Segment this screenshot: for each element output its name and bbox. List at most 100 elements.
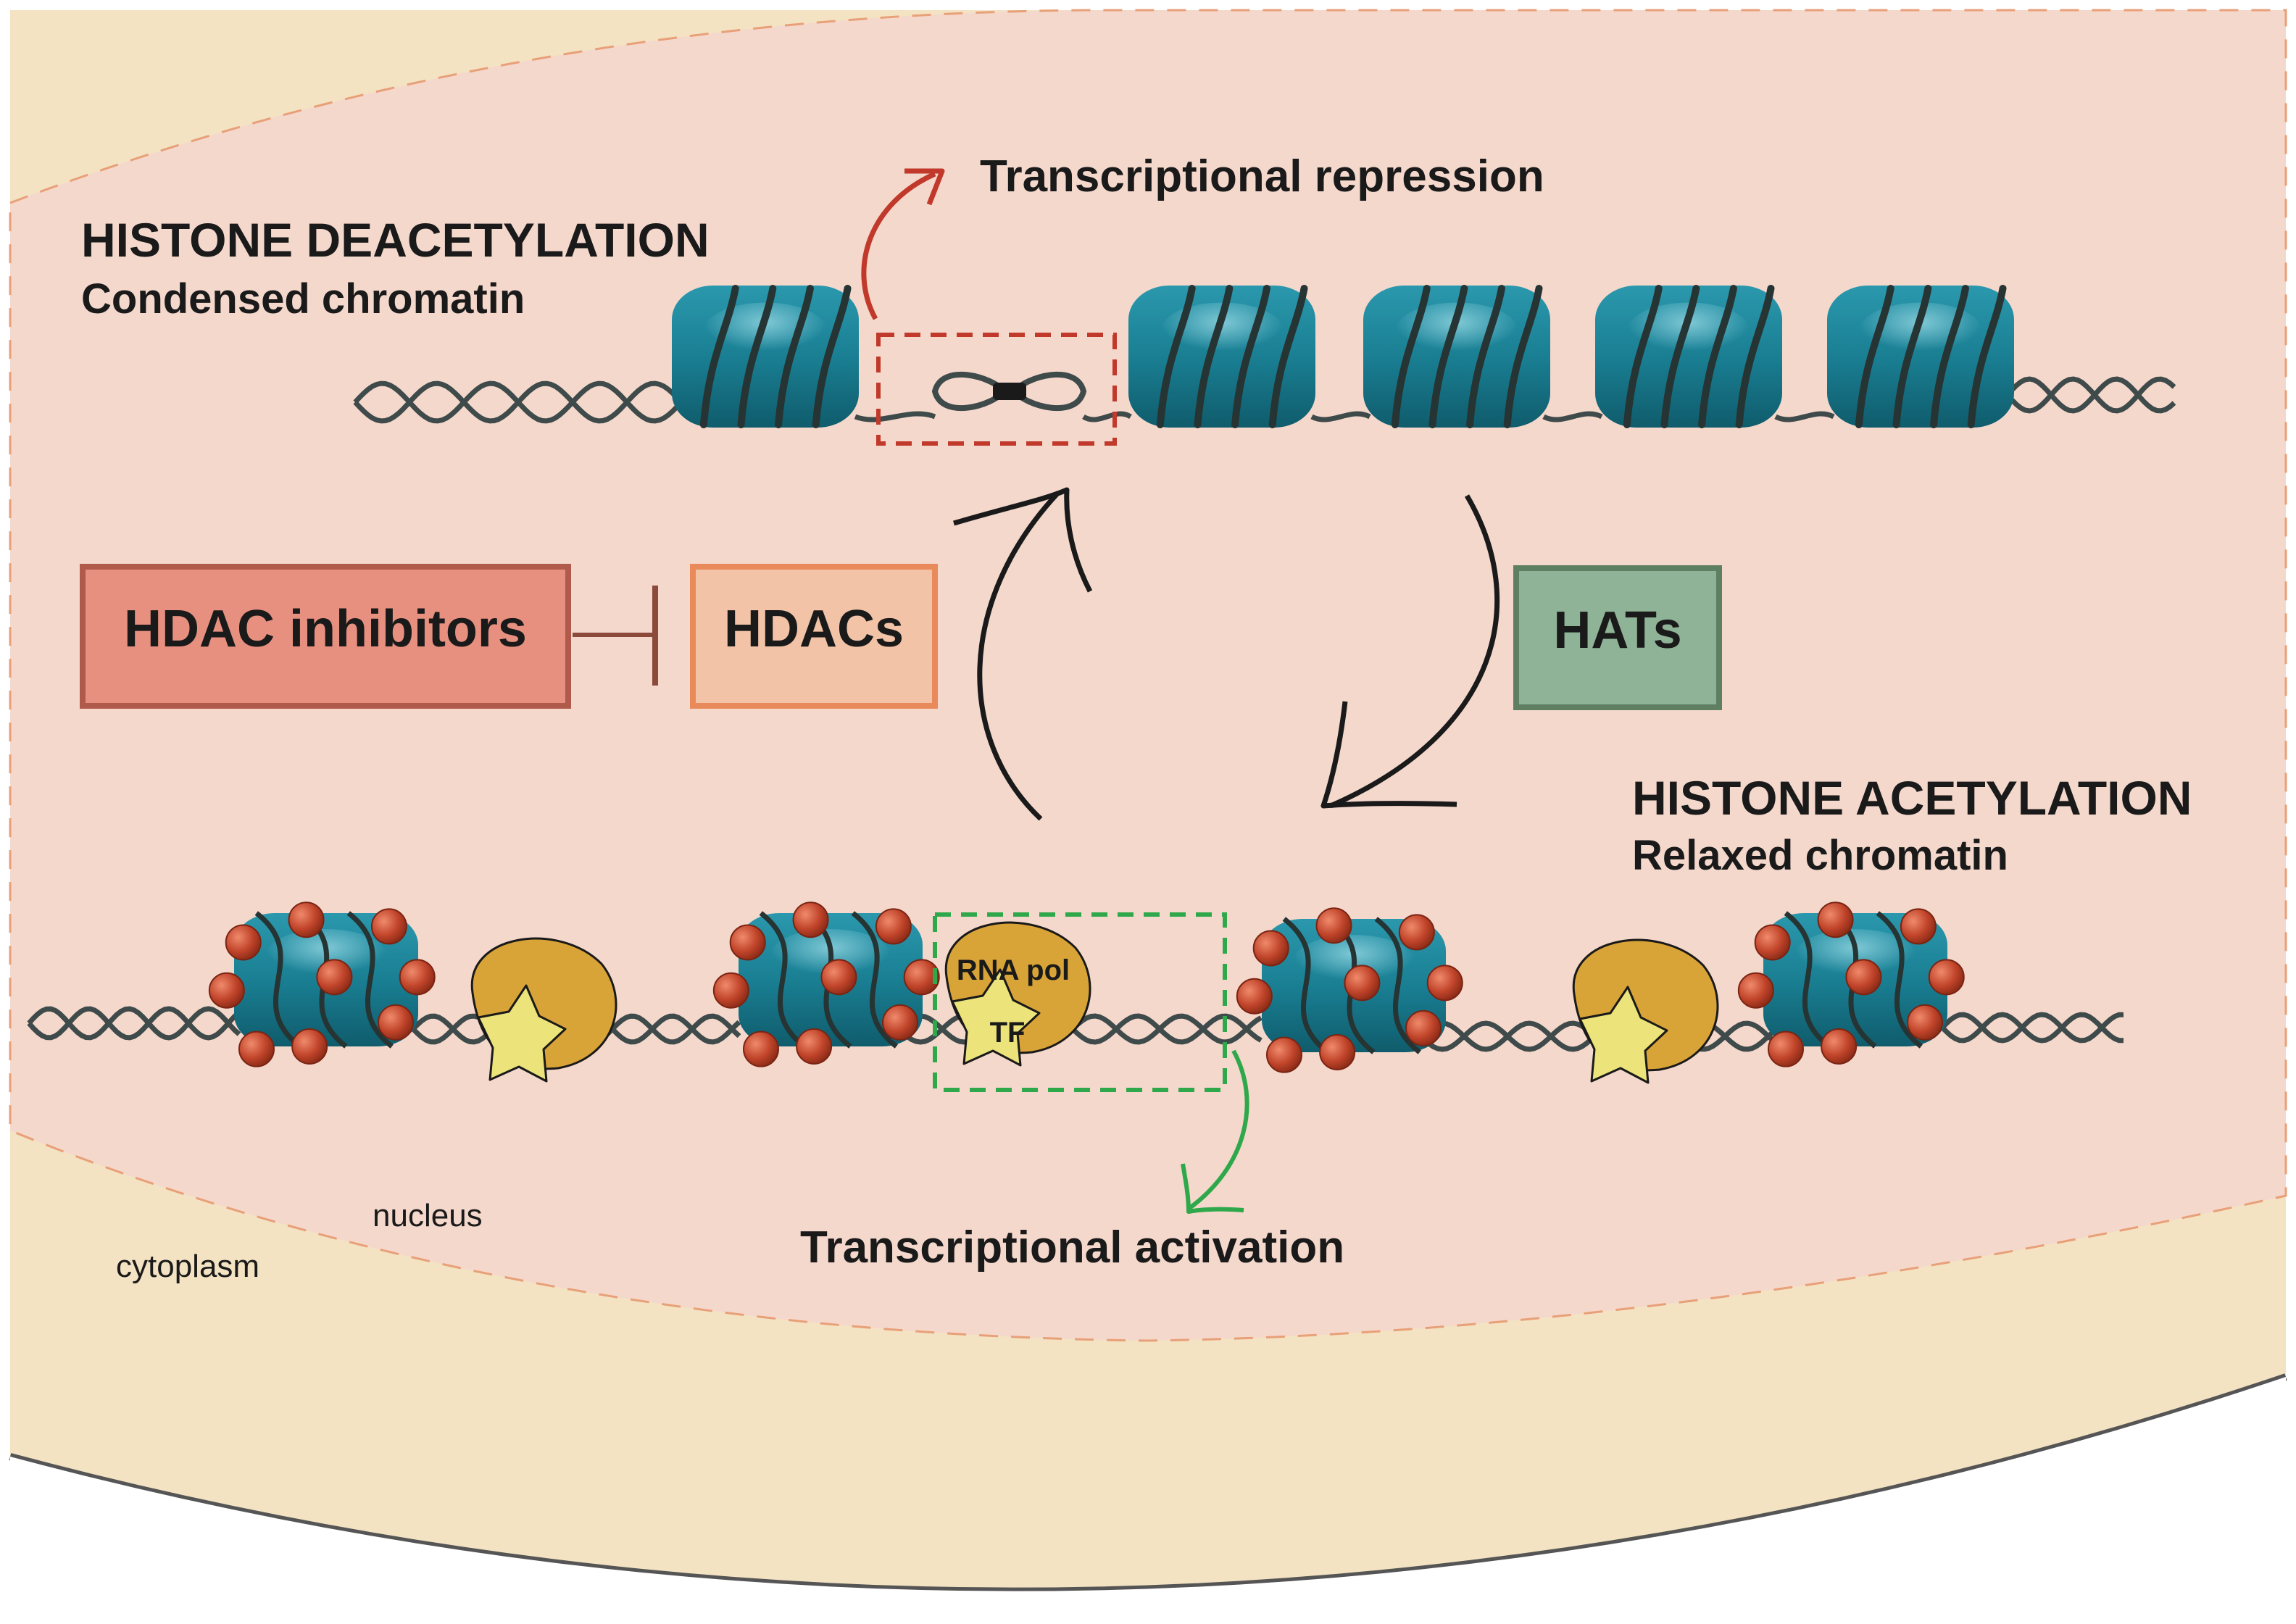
repression-box	[876, 333, 1117, 446]
rna-pol-label: RNA pol	[957, 954, 1070, 986]
tf-label: TF	[990, 1017, 1026, 1049]
hdacs-label: HDACs	[724, 600, 904, 658]
transcription-factor-shape	[477, 984, 567, 1083]
acetyl-group	[796, 1028, 833, 1065]
deacetylation-arrowhead	[953, 487, 1093, 593]
transcription-complex	[1572, 938, 1719, 1084]
acetyl-group	[288, 901, 325, 938]
acetyl-group	[370, 908, 407, 945]
top-linker-2	[1082, 411, 1132, 422]
activation-label: Transcriptional activation	[800, 1223, 1344, 1273]
dna-wrap	[1735, 285, 1775, 428]
top-right-tail-strand-b	[2005, 376, 2176, 414]
dna-wrap	[1855, 285, 1894, 428]
transcription-complex	[470, 937, 617, 1083]
acetylation-subtitle: Relaxed chromatin	[1632, 832, 2008, 879]
acetyl-group	[1821, 1028, 1858, 1065]
dna-wrap	[1892, 285, 1932, 428]
dna-wrap	[1930, 285, 1969, 428]
acetyl-group	[903, 959, 940, 996]
activation-arrow	[1187, 1049, 1249, 1211]
dna-knot	[993, 383, 1026, 400]
acetylation-title: HISTONE ACETYLATION	[1632, 771, 2192, 825]
deacetylation-title: HISTONE DEACETYLATION	[81, 213, 710, 267]
hdacs-box	[690, 564, 938, 709]
acetyl-group	[1900, 908, 1937, 945]
acetyl-group	[225, 924, 262, 961]
cytoplasm-label: cytoplasm	[116, 1249, 259, 1284]
acetyl-group	[1754, 924, 1791, 961]
acetyl-group	[882, 1004, 919, 1041]
nucleosome	[1827, 285, 2014, 428]
acetyl-group	[399, 959, 436, 996]
dna-wrap	[1391, 285, 1431, 428]
nucleosome	[1737, 901, 1965, 1067]
acetyl-group	[1405, 1009, 1442, 1046]
acetylation-arrow	[1329, 494, 1500, 809]
loose-dna-wrap	[1876, 911, 1923, 1049]
extracellular-region	[10, 1377, 2286, 1610]
acetyl-group	[1817, 901, 1854, 938]
acetyl-group	[208, 972, 245, 1009]
dna-wrap	[699, 285, 739, 428]
acetyl-group	[238, 1030, 275, 1067]
nucleosome	[712, 901, 940, 1067]
nucleosome	[1595, 285, 1782, 428]
acetylation-arrowhead	[1320, 701, 1457, 809]
repression-arrowhead	[904, 168, 945, 206]
transcription-complex	[944, 921, 1091, 1067]
loose-dna-wrap	[759, 911, 806, 1049]
nucleosome	[1363, 285, 1550, 428]
dna-wrap	[1660, 285, 1700, 428]
activation-arrowhead	[1181, 1163, 1244, 1214]
acetyl-group	[1315, 907, 1352, 944]
acetyl-group	[291, 1028, 328, 1065]
dna-wrap	[775, 285, 814, 428]
bottom-right-tail-strand-a	[1940, 1012, 2124, 1044]
nucleosome	[1128, 285, 1315, 428]
acetyl-group	[1236, 978, 1273, 1015]
dna-wrap	[1194, 285, 1234, 428]
dna-wrap	[1503, 285, 1543, 428]
transcription-factor-shape	[1578, 986, 1668, 1084]
dna-wrap	[1466, 285, 1505, 428]
hats-box	[1513, 565, 1722, 710]
loose-dna-wrap	[1282, 917, 1329, 1054]
dna-wrap	[1698, 285, 1737, 428]
repression-label: Transcriptional repression	[980, 151, 1544, 201]
dna-loop-right	[1010, 371, 1087, 412]
dna-wrap	[1268, 285, 1308, 428]
nucleosome	[1236, 907, 1463, 1073]
transcription-complexes	[470, 921, 1719, 1084]
acetyl-group	[1426, 965, 1463, 1002]
loose-dna-wrap	[254, 911, 301, 1049]
loose-dna-wrap	[1374, 917, 1421, 1054]
top-left-tail-strand-b	[353, 380, 683, 424]
acetyl-group	[1737, 972, 1774, 1009]
nucleosome	[208, 901, 436, 1067]
repression-arrow	[861, 171, 936, 320]
hats-label: HATs	[1553, 601, 1681, 659]
deacetylation-arrow	[977, 491, 1060, 821]
activation-box	[933, 912, 1227, 1092]
dna-wrap	[1623, 285, 1663, 428]
acetyl-group	[742, 1030, 779, 1067]
acetyl-group	[378, 1004, 415, 1041]
dna-wrap	[1231, 285, 1270, 428]
hdac-inhibitors-box	[80, 564, 571, 709]
dna-wrap	[1967, 285, 2007, 428]
nucleosome	[672, 285, 859, 428]
acetyl-group	[1907, 1004, 1944, 1041]
transcription-factor-shape	[951, 968, 1041, 1067]
acetyl-group	[1265, 1036, 1302, 1073]
acetyl-group	[820, 959, 857, 996]
loose-dna-wrap	[1784, 911, 1831, 1049]
acetyl-group	[712, 972, 749, 1009]
acetyl-group	[1319, 1034, 1356, 1070]
condensed-dna-strand	[353, 376, 2176, 424]
loose-dna-wrap	[346, 911, 394, 1049]
acetyl-group	[792, 901, 829, 938]
dna-wrap	[1156, 285, 1196, 428]
